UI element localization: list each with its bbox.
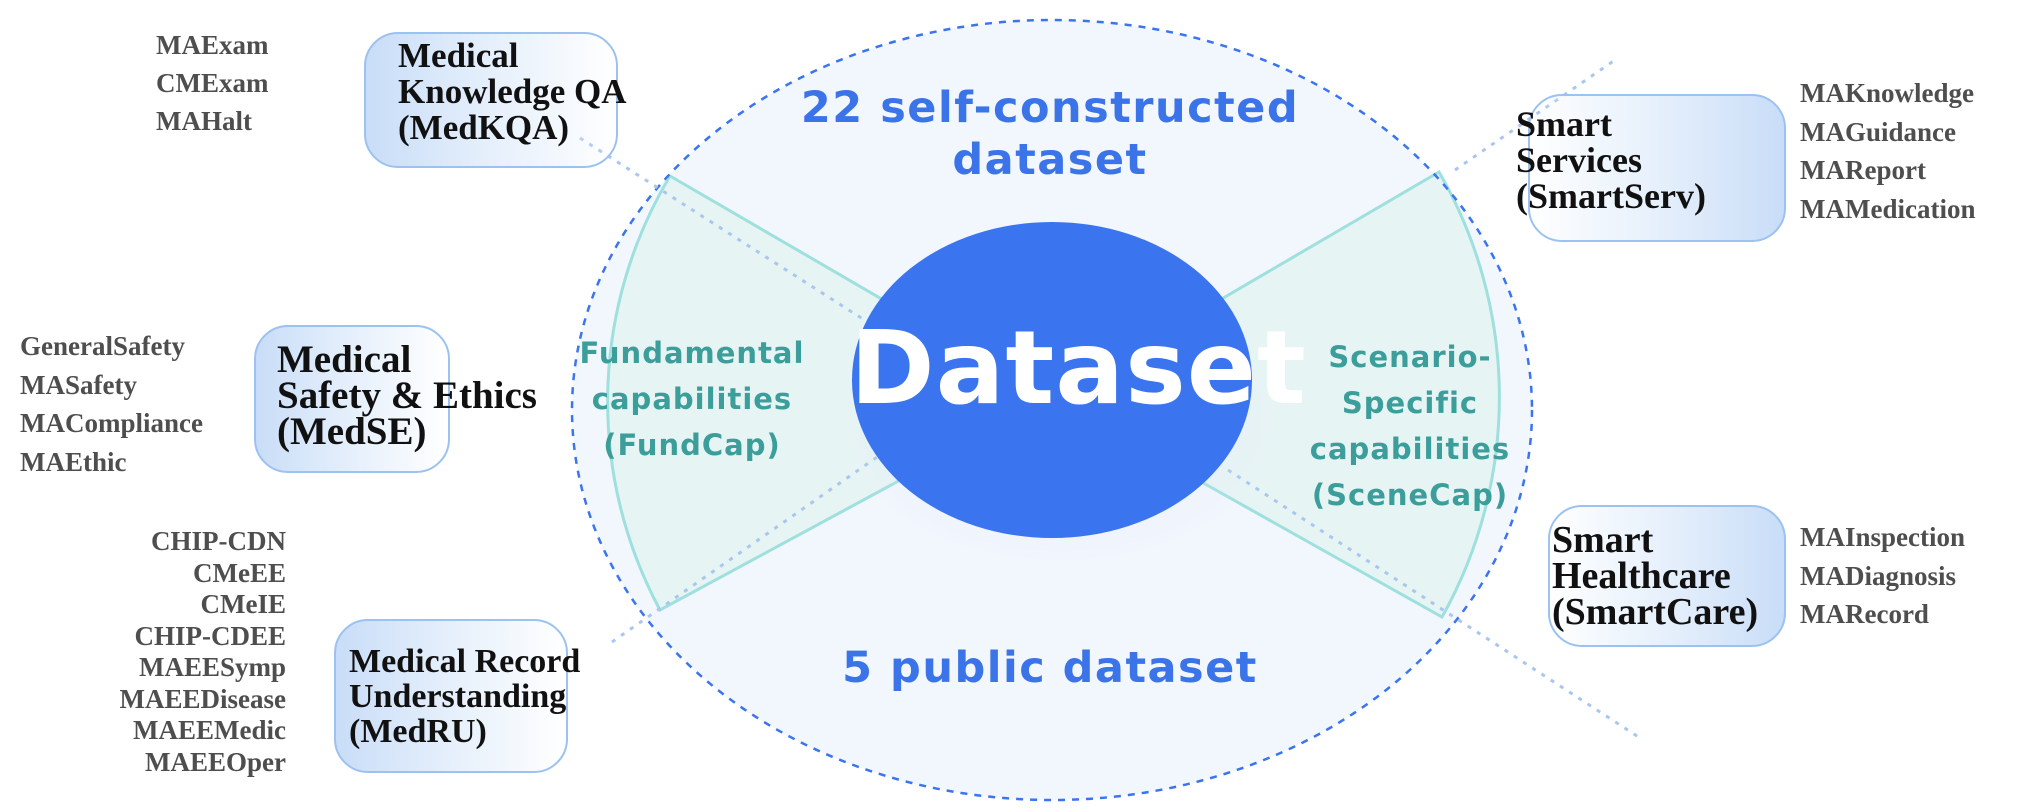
connector-medkqa — [579, 136, 881, 332]
connector-smartcare — [1227, 468, 1641, 740]
fundcap-sector — [606, 173, 1056, 613]
dashed-boundary — [570, 18, 1534, 802]
connector-lines — [579, 58, 1641, 740]
dataset-core — [852, 222, 1252, 538]
connector-smartserv — [1454, 58, 1616, 172]
